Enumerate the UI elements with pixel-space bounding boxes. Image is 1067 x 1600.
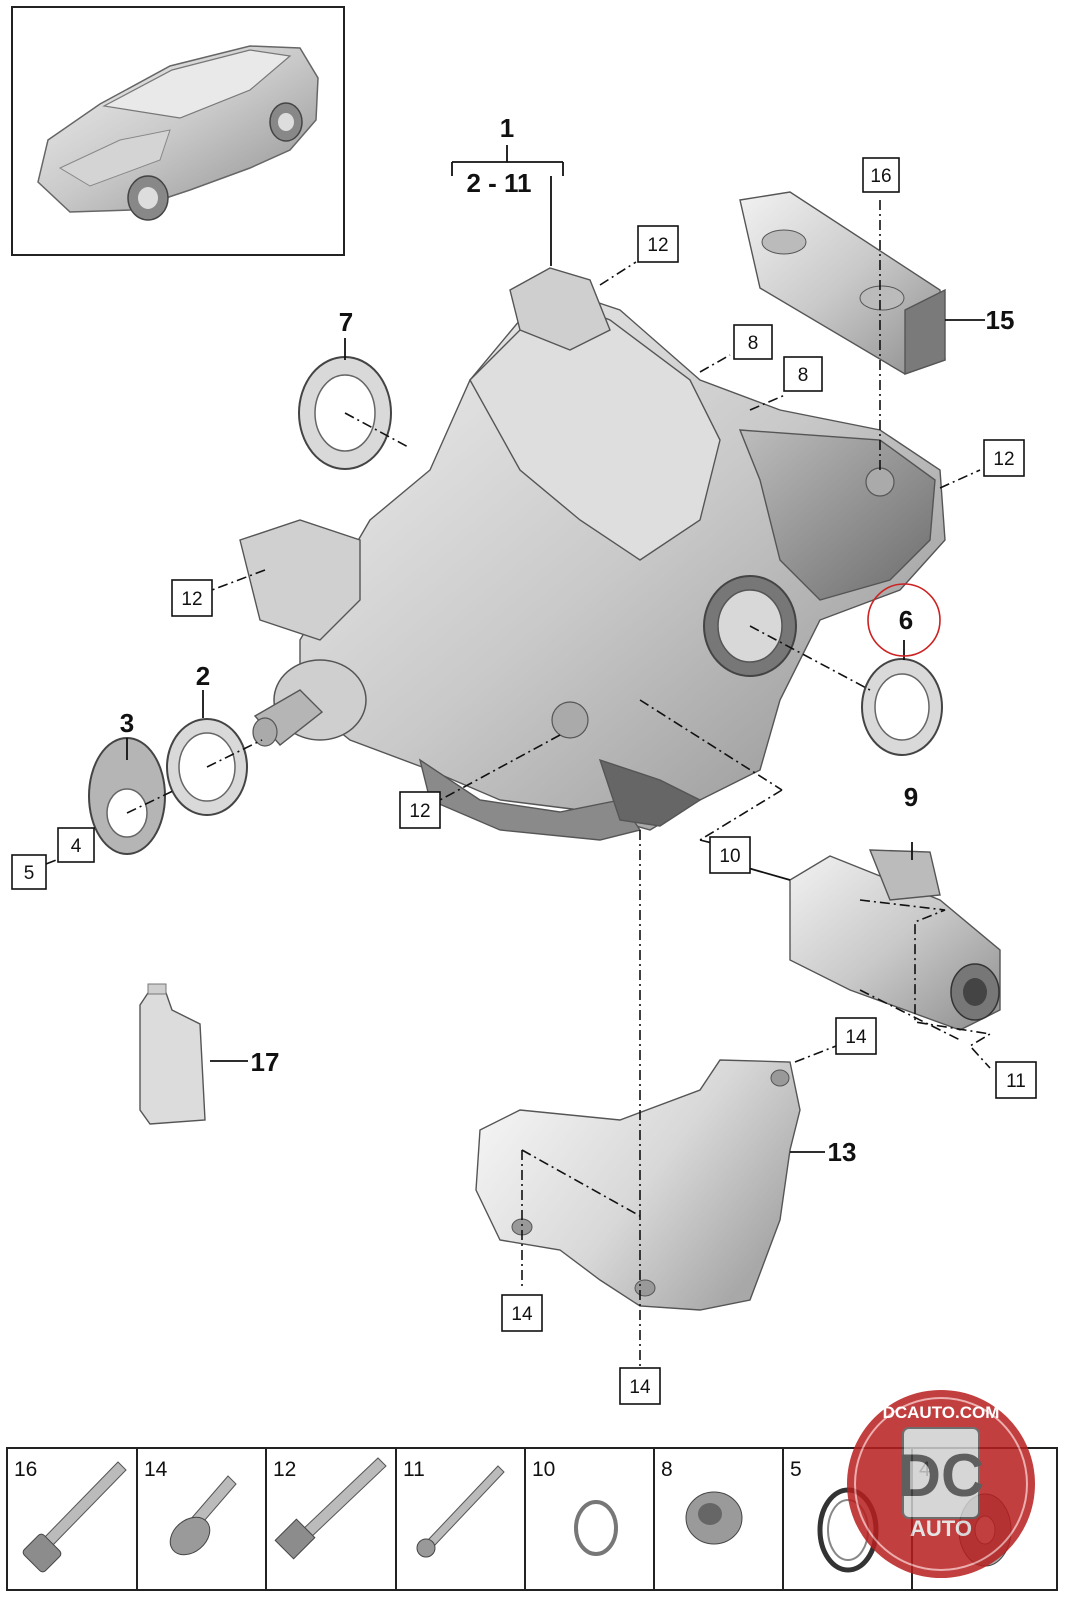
shaft-seal-6 — [861, 658, 943, 756]
strip-cell-14[interactable]: 14 — [144, 1458, 237, 1562]
box-label-16: 16 — [862, 157, 900, 193]
label-13: 13 — [828, 1137, 857, 1167]
actuator-motor — [747, 849, 1001, 1031]
strip-cell-11[interactable]: 11 — [403, 1458, 505, 1558]
box-label-14a: 14 — [835, 1017, 877, 1055]
svg-text:16: 16 — [14, 1458, 37, 1481]
box-label-12d: 12 — [399, 791, 441, 829]
assembly-range: 2 - 11 — [466, 168, 531, 198]
leader-lines — [45, 200, 993, 1370]
plug-icon — [685, 1491, 743, 1545]
box-label-5: 5 — [11, 854, 47, 890]
svg-text:12: 12 — [647, 235, 668, 256]
highlight-circle — [867, 583, 941, 657]
svg-text:14: 14 — [144, 1458, 168, 1481]
box-label-10: 10 — [709, 836, 751, 874]
svg-text:8: 8 — [748, 333, 759, 354]
svg-text:14: 14 — [629, 1377, 651, 1398]
svg-text:10: 10 — [719, 846, 740, 867]
svg-text:8: 8 — [798, 365, 809, 386]
differential-housing — [239, 267, 946, 841]
strip-cell-12[interactable]: 12 — [273, 1457, 387, 1560]
svg-text:12: 12 — [181, 589, 202, 610]
oil-bottle — [139, 983, 206, 1125]
label-17: 17 — [251, 1047, 280, 1077]
watermark-site: DCAUTO.COM — [883, 1403, 1000, 1422]
box-label-8b: 8 — [783, 356, 823, 392]
svg-text:5: 5 — [790, 1458, 802, 1481]
assembly-callout: 1 2 - 11 — [451, 113, 564, 266]
label-7: 7 — [339, 307, 353, 337]
svg-text:4: 4 — [71, 836, 82, 857]
label-15: 15 — [986, 305, 1015, 335]
box-label-12a: 12 — [637, 225, 679, 263]
box-label-12b: 12 — [983, 439, 1025, 477]
svg-text:12: 12 — [273, 1458, 296, 1481]
svg-text:12: 12 — [993, 449, 1014, 470]
box-label-14b: 14 — [501, 1294, 543, 1332]
box-label-4: 4 — [57, 827, 95, 863]
box-label-12c: 12 — [171, 579, 213, 617]
box-label-14c: 14 — [619, 1367, 661, 1405]
svg-text:8: 8 — [661, 1458, 673, 1481]
strip-cell-10[interactable]: 10 — [532, 1458, 618, 1556]
bolt-hex-long-icon — [274, 1457, 387, 1560]
assembly-number: 1 — [500, 113, 514, 143]
screw-thin-icon — [416, 1465, 505, 1558]
svg-text:10: 10 — [532, 1458, 555, 1481]
watermark-logo: DCAUTO.COM DC AUTO — [847, 1390, 1035, 1578]
svg-text:14: 14 — [511, 1304, 533, 1325]
svg-text:16: 16 — [870, 166, 891, 187]
svg-text:11: 11 — [403, 1458, 425, 1481]
bolt-short-flange-icon — [169, 1475, 237, 1556]
bolt-long-icon — [22, 1461, 127, 1573]
label-6: 6 — [899, 605, 913, 635]
box-label-8a: 8 — [733, 324, 773, 360]
vehicle-thumbnail — [11, 6, 345, 256]
svg-text:11: 11 — [1006, 1071, 1026, 1092]
label-3: 3 — [120, 708, 134, 738]
svg-text:14: 14 — [845, 1027, 867, 1048]
box-label-11: 11 — [995, 1061, 1037, 1099]
strip-cell-8[interactable]: 8 — [661, 1458, 743, 1545]
o-ring-icon — [574, 1500, 618, 1556]
car-illustration — [37, 45, 319, 221]
label-2: 2 — [196, 661, 210, 691]
plain-labels: 2 3 6 7 9 13 15 17 — [120, 305, 1015, 1167]
boxed-labels: 16 12 8 8 12 12 12 4 5 10 11 14 14 14 — [11, 157, 1037, 1405]
rubber-mount-bracket — [739, 191, 946, 375]
svg-text:12: 12 — [409, 801, 430, 822]
label-9: 9 — [904, 782, 918, 812]
svg-text:5: 5 — [24, 863, 35, 884]
watermark-word: AUTO — [910, 1516, 972, 1541]
strip-cell-16[interactable]: 16 — [14, 1458, 127, 1574]
watermark-letters: DC — [898, 1442, 985, 1509]
heat-shield — [475, 1059, 801, 1311]
